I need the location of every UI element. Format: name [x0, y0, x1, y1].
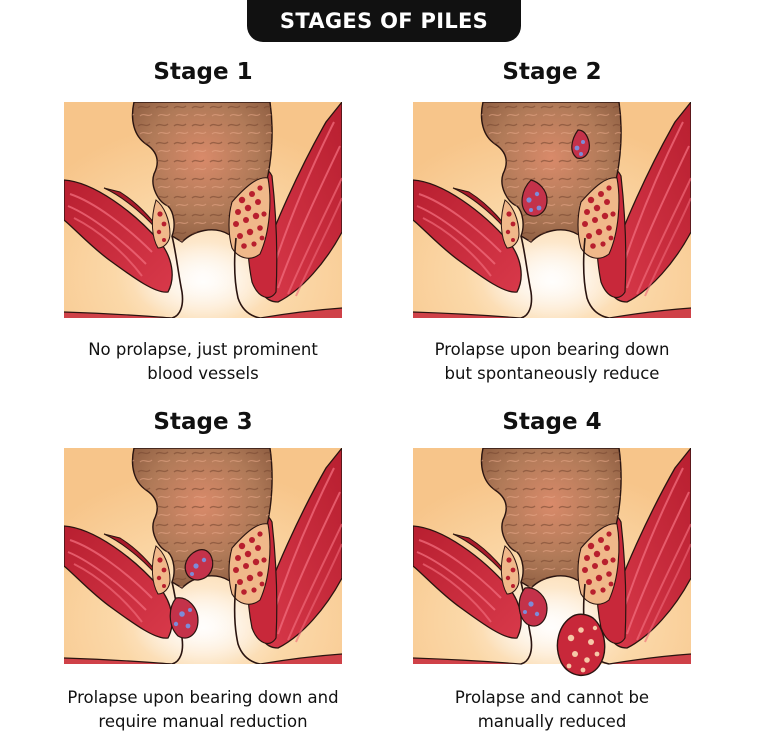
internal-hemorrhoid-upper	[571, 129, 590, 159]
stage-2-anatomy-svg	[413, 102, 691, 318]
prolapsed-hemorrhoid-inner	[184, 549, 214, 581]
stage-3-description-line-1: Prolapse upon bearing down and	[67, 688, 339, 707]
stage-4-illustration	[413, 448, 691, 688]
stage-2-description-line-2: but spontaneously reduce	[444, 364, 660, 383]
stage-2-illustration	[413, 102, 691, 318]
prolapsed-hemorrhoid-small	[518, 587, 548, 627]
stage-2-heading: Stage 2	[502, 59, 602, 85]
stage-4-anatomy-svg	[413, 448, 691, 676]
prolapsed-hemorrhoid-outer	[169, 597, 199, 639]
stage-1-description-line-1: No prolapse, just prominent	[88, 340, 318, 359]
stage-4-heading: Stage 4	[502, 409, 602, 435]
stage-3-heading: Stage 3	[153, 409, 253, 435]
stage-1-heading: Stage 1	[153, 59, 253, 85]
stage-3-description: Prolapse upon bearing down and require m…	[33, 686, 373, 734]
stage-4-description-line-2: manually reduced	[477, 712, 627, 731]
title-badge: STAGES OF PILES	[247, 0, 521, 42]
stage-4-description-line-1: Prolapse and cannot be	[454, 688, 650, 707]
stage-1-description: No prolapse, just prominent blood vessel…	[33, 338, 373, 386]
internal-hemorrhoid-lower	[521, 179, 548, 217]
stage-1-illustration	[64, 102, 342, 318]
stage-2-description-line-1: Prolapse upon bearing down	[434, 340, 670, 359]
stage-2-description: Prolapse upon bearing down but spontaneo…	[382, 338, 722, 386]
stage-1-description-line-2: blood vessels	[147, 364, 259, 383]
irreducible-external-hemorrhoid	[556, 613, 606, 676]
stage-3-description-line-2: require manual reduction	[98, 712, 308, 731]
stage-4-description: Prolapse and cannot be manually reduced	[382, 686, 722, 734]
stage-3-anatomy-svg	[64, 448, 342, 664]
stage-1-anatomy-svg	[64, 102, 342, 318]
stage-3-illustration	[64, 448, 342, 664]
diagram-title: STAGES OF PILES	[279, 9, 489, 33]
